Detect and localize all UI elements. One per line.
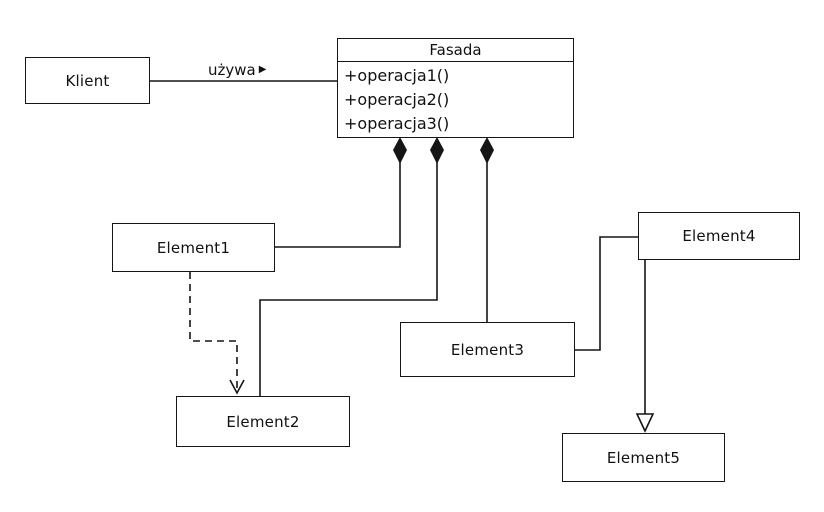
class-element2-name: Element2: [226, 412, 300, 431]
association-element4-element3-line: [575, 236, 638, 351]
class-element2: Element2: [176, 396, 350, 447]
uses-label-text: używa: [208, 61, 256, 79]
class-element4-name: Element4: [682, 227, 756, 245]
class-fasada: Fasada +operacja1() +operacja2() +operac…: [337, 38, 574, 138]
composition-element2-line: [259, 162, 438, 396]
direction-arrow-icon: ▶: [258, 64, 267, 75]
uses-association-label: używa ▶: [206, 61, 269, 79]
composition-diamond-2: [430, 137, 444, 164]
class-element5-name: Element5: [606, 448, 681, 467]
class-klient-name: Klient: [65, 71, 110, 90]
class-element5: Element5: [562, 433, 725, 482]
fasada-operation-1: +operacja1(): [344, 66, 450, 85]
class-fasada-name: Fasada: [338, 39, 573, 62]
class-fasada-operations: +operacja1() +operacja2() +operacja3(): [338, 62, 573, 138]
class-klient: Klient: [25, 57, 150, 104]
composition-diamond-3: [480, 137, 494, 164]
class-element1: Element1: [112, 223, 275, 272]
class-element4: Element4: [638, 212, 800, 260]
composition-diamond-1: [393, 137, 407, 164]
composition-element1-line: [275, 162, 401, 248]
fasada-operation-3: +operacja3(): [344, 114, 450, 133]
generalization-arrowhead: [635, 413, 655, 433]
dependency-arrowhead: [229, 379, 245, 395]
class-element1-name: Element1: [156, 238, 231, 257]
dependency-element1-element2-line: [189, 272, 238, 391]
class-element3-name: Element3: [450, 340, 525, 359]
fasada-operation-2: +operacja2(): [344, 90, 450, 109]
class-element3: Element3: [400, 322, 575, 377]
